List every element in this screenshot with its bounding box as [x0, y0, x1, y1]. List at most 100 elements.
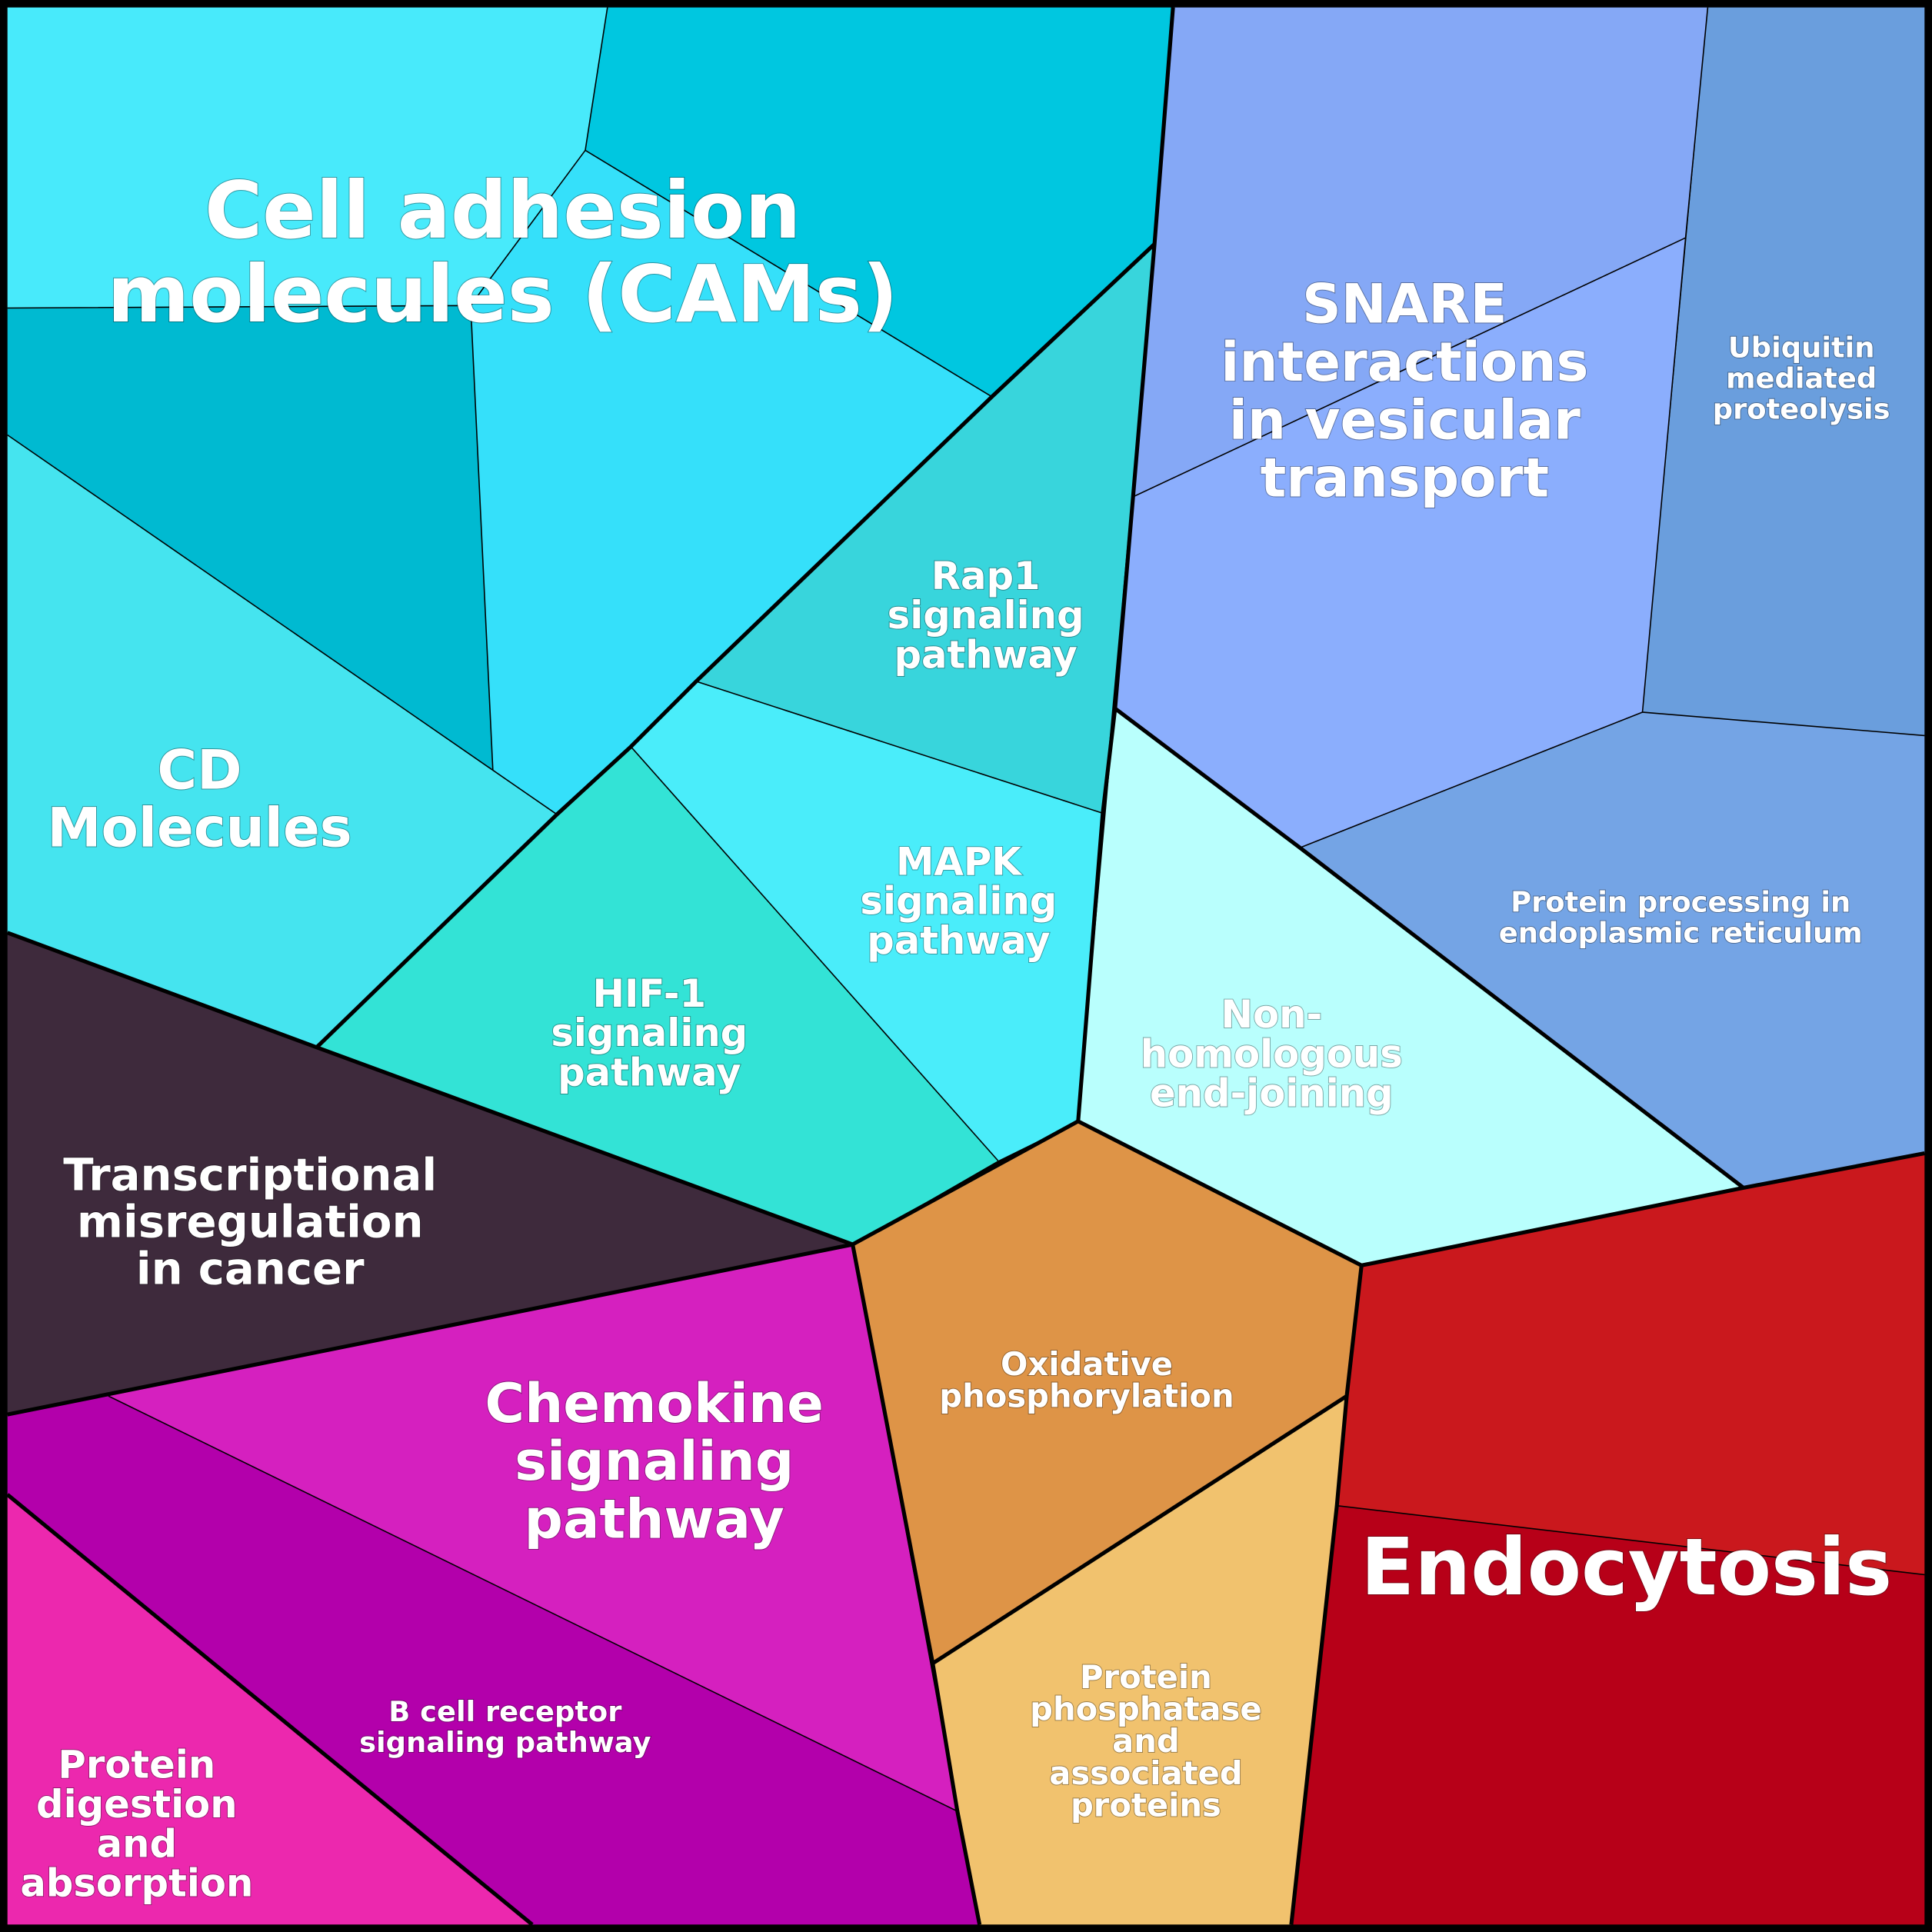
label-line: and — [97, 1821, 177, 1866]
label-line: Ubiquitin — [1728, 331, 1875, 365]
label-line: pathway — [525, 1487, 784, 1551]
label-line: digestion — [36, 1782, 238, 1827]
label-line: Oxidative — [1001, 1345, 1173, 1383]
label-line: endoplasmic reticulum — [1499, 917, 1863, 950]
cell-cams-sub-center — [470, 150, 992, 814]
label-line: signaling — [860, 879, 1057, 924]
label-line: and — [1112, 1722, 1180, 1760]
cell-protein-processing-in-endoplasmic-reticulum — [1300, 711, 1925, 1188]
cell-border — [1641, 7, 1925, 737]
cell-cams-sub-top-right — [585, 7, 1174, 397]
label-line: associated — [1049, 1754, 1242, 1792]
label-line: transport — [1261, 447, 1549, 510]
cell-border — [1299, 711, 1643, 848]
group-border — [315, 242, 1156, 1049]
group-border — [851, 1244, 982, 1925]
group-border — [6, 931, 854, 1247]
cell-b-cell-receptor-signaling-pathway — [7, 1396, 980, 1925]
thick-edges-layer — [5, 7, 1925, 1927]
label-line: Non- — [1221, 992, 1322, 1037]
label-line: Molecules — [47, 797, 351, 860]
group-border — [931, 1394, 1348, 1665]
label-line: phosphatase — [1030, 1690, 1261, 1727]
cell-border — [108, 1395, 958, 1812]
label-line: in vesicular — [1229, 388, 1581, 451]
cell-border — [7, 305, 494, 771]
label-line: MAPK — [896, 839, 1022, 884]
label-line: signaling — [551, 1011, 748, 1055]
label-line: pathway — [558, 1050, 741, 1094]
label-line: SNARE — [1302, 273, 1507, 336]
label-line: signaling pathway — [359, 1726, 651, 1759]
label-line: in cancer — [136, 1242, 365, 1294]
cell-cd-molecules — [7, 435, 558, 1048]
label-line: signaling — [515, 1430, 794, 1493]
label-line: Endocytosis — [1361, 1522, 1892, 1614]
label-line: end-joining — [1150, 1071, 1394, 1116]
group-border — [1289, 1265, 1364, 1925]
cell-cams-sub-left — [7, 305, 493, 771]
label-endocytosis: Endocytosis — [1361, 1522, 1892, 1614]
label-line: Transcriptional — [63, 1149, 437, 1201]
label-line: misregulation — [77, 1195, 424, 1247]
cell-cell-adhesion-molecules-cams — [7, 7, 608, 308]
label-line: interactions — [1221, 331, 1588, 394]
label-line: proteolysis — [1713, 393, 1890, 426]
thin-edges-layer — [7, 7, 1925, 1812]
cell-border — [630, 746, 999, 1161]
group-border — [5, 1493, 534, 1927]
label-line: signaling — [888, 593, 1084, 638]
label-line: pathway — [894, 632, 1077, 677]
label-line: Rap1 — [931, 554, 1041, 598]
cell-endocytosis-sub-top — [1337, 1153, 1925, 1575]
cell-border — [7, 434, 558, 815]
cell-endocytosis — [1291, 1505, 1925, 1925]
cell-border — [1337, 1504, 1925, 1576]
group-border — [851, 1119, 1363, 1267]
label-line: pathway — [867, 918, 1050, 963]
cell-border — [470, 149, 586, 306]
cell-border — [1133, 237, 1686, 498]
cell-border — [695, 681, 1104, 814]
cell-protein-phosphatase-and-associated-proteins — [932, 1396, 1347, 1925]
label-line: molecules (CAMs) — [107, 249, 898, 341]
label-line: proteins — [1071, 1786, 1221, 1824]
cell-rap1-signaling-pathway — [696, 244, 1155, 814]
cell-oxidative-phosphorylation — [852, 1121, 1362, 1664]
label-line: B cell receptor — [388, 1695, 622, 1728]
label-line: Cell adhesion — [205, 165, 801, 257]
label-line: mediated — [1726, 362, 1877, 395]
cell-chemokine-signaling-pathway — [108, 1244, 958, 1811]
cell-snare-sub-lower — [1114, 238, 1686, 848]
label-line: Protein — [58, 1743, 215, 1787]
cell-snare-interactions-in-vesicular-transport — [1133, 7, 1708, 497]
cell-hif-1-signaling-pathway — [316, 746, 998, 1245]
label-line: CD — [157, 738, 242, 801]
group-border — [7, 1242, 854, 1417]
cell-transcriptional-misregulation-in-cancer — [7, 932, 853, 1415]
label-line: phosphorylation — [939, 1377, 1234, 1415]
group-border — [1114, 707, 1745, 1190]
label-line: Protein processing in — [1511, 886, 1850, 919]
label-line: Protein — [1080, 1658, 1212, 1696]
label-line: absorption — [20, 1861, 253, 1906]
label-line: HIF-1 — [592, 971, 706, 1016]
